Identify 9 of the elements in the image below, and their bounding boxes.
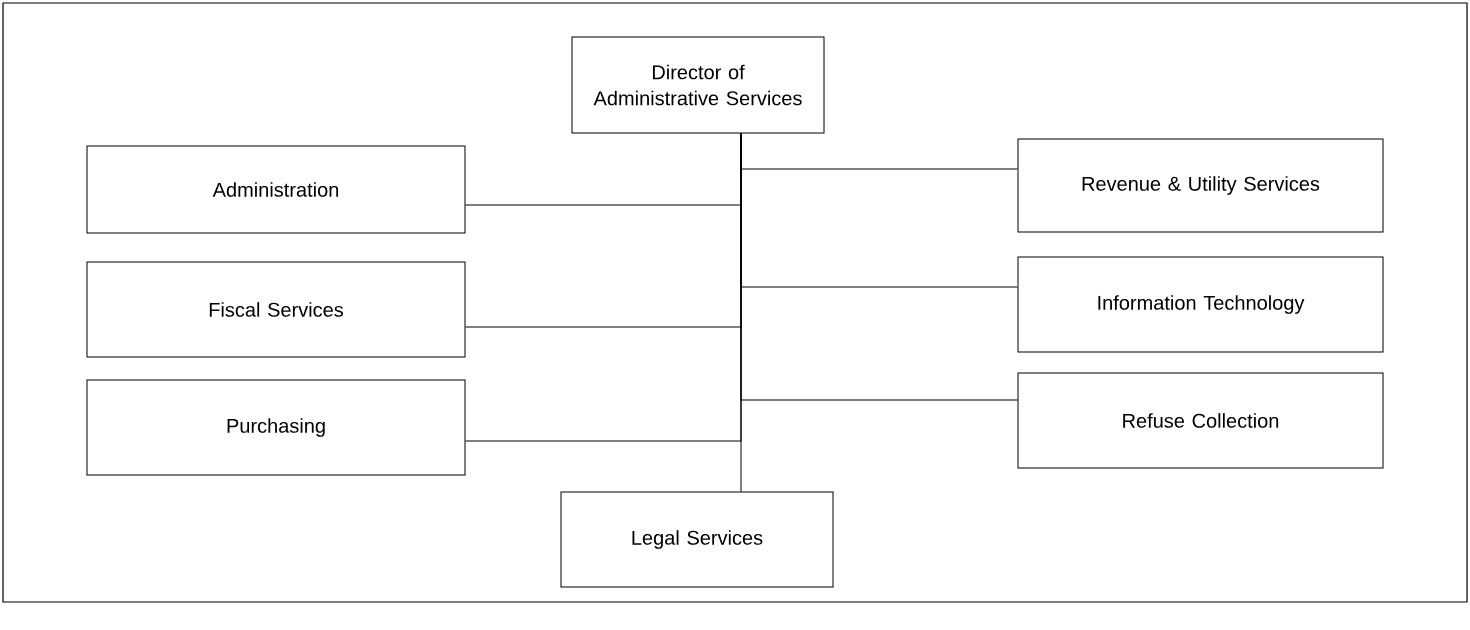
org-box: Director of Administrative Services — [571, 36, 825, 134]
org-box: Legal Services — [560, 491, 834, 588]
org-box: Fiscal Services — [86, 261, 466, 358]
org-box: Purchasing — [86, 379, 466, 476]
org-box: Refuse Collection — [1017, 372, 1384, 469]
org-box: Administration — [86, 145, 466, 234]
connector-line — [740, 133, 742, 492]
org-box: Revenue & Utility Services — [1017, 138, 1384, 233]
org-box: Information Technology — [1017, 256, 1384, 353]
